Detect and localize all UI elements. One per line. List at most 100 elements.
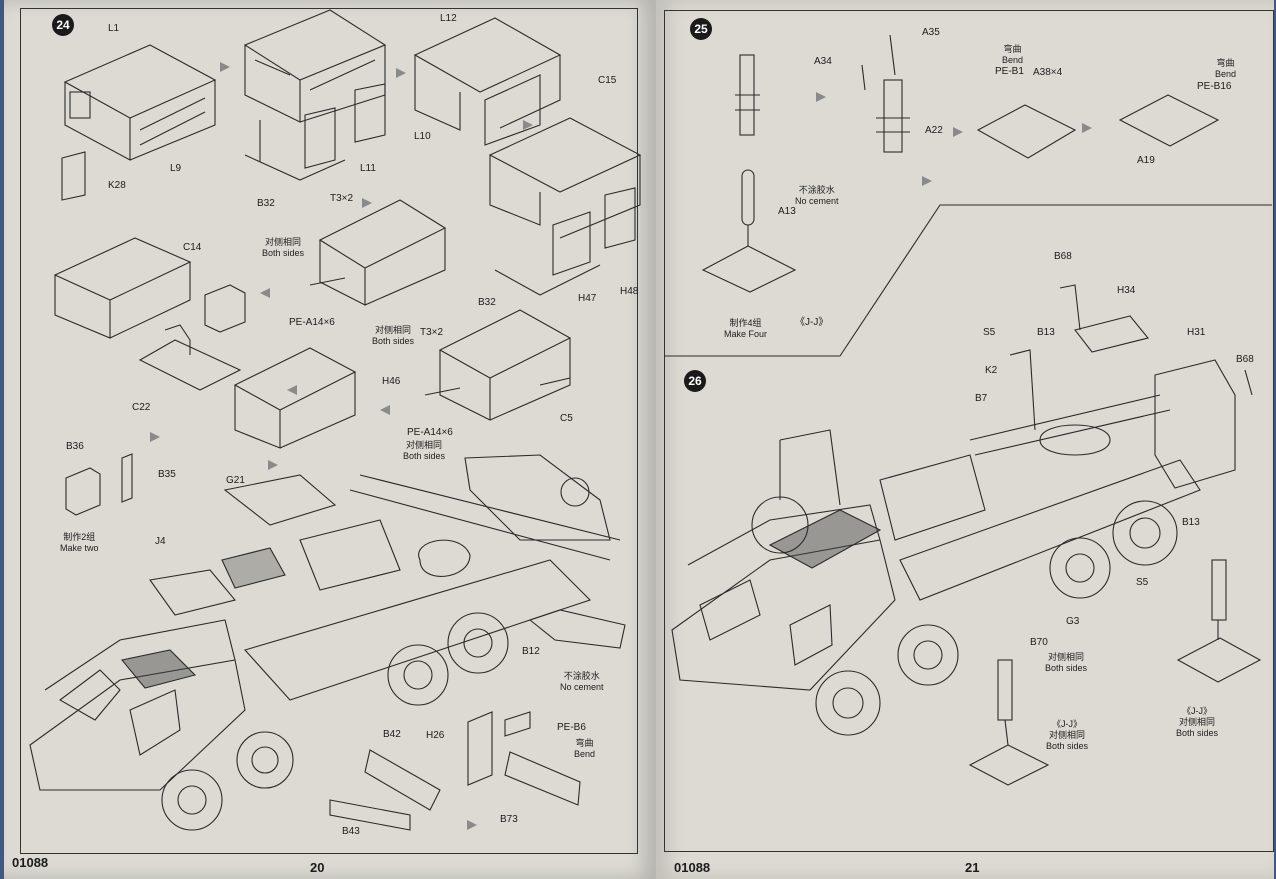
make-two-note: 制作2组 Make two	[60, 532, 99, 554]
bend-note: 弯曲 Bend	[1215, 58, 1236, 80]
part-label: L9	[170, 163, 182, 174]
note-cn: 不涂胶水	[798, 185, 835, 195]
note-cn: 对侧相同	[375, 325, 412, 335]
left-page-frame	[20, 8, 638, 854]
part-label: H47	[578, 293, 597, 304]
catalog-number: 01088	[12, 855, 49, 870]
part-label: A22	[925, 125, 943, 136]
no-cement-note: 不涂胶水 No cement	[795, 185, 839, 207]
note-cn: 对侧相同	[1048, 652, 1085, 662]
part-label: B13	[1037, 327, 1055, 338]
note-cn: 对侧相同	[1049, 730, 1086, 740]
part-label: C22	[132, 402, 151, 413]
part-label: A34	[814, 56, 832, 67]
make-four-note: 制作4组 Make Four	[724, 318, 767, 340]
part-label: B12	[522, 646, 540, 657]
part-label: L11	[360, 163, 376, 174]
step-badge-24: 24	[52, 14, 74, 36]
jj-both-sides-note: 《J-J》 对侧相同 Both sides	[1046, 719, 1088, 752]
part-label: H48	[620, 286, 639, 297]
part-label: A38×4	[1033, 67, 1063, 78]
part-label: PE-B16	[1197, 81, 1232, 92]
note-en: Bend	[1215, 69, 1237, 79]
note-en: Both sides	[403, 451, 446, 461]
note-en: Both sides	[1176, 728, 1219, 738]
part-label: C14	[183, 242, 202, 253]
note-cn: 制作2组	[63, 532, 96, 542]
page-number: 20	[310, 860, 325, 875]
part-label: PE-B6	[557, 722, 586, 733]
part-label: PE-A14×6	[407, 427, 453, 438]
bend-note: 弯曲 Bend	[1002, 44, 1023, 66]
note-en: Both sides	[262, 248, 305, 258]
part-label: B35	[158, 469, 176, 480]
note-en: Both sides	[1046, 741, 1089, 751]
part-label: T3×2	[420, 327, 444, 338]
step-badge-25: 25	[690, 18, 712, 40]
part-label: PE-A14×6	[289, 317, 335, 328]
right-page-frame	[664, 10, 1274, 852]
part-label: S5	[983, 327, 996, 338]
part-label: H31	[1187, 327, 1206, 338]
note-en: Both sides	[1045, 663, 1088, 673]
page-number: 21	[965, 860, 980, 875]
part-label: PE-B1	[995, 66, 1024, 77]
note-en: Bend	[574, 749, 596, 759]
both-sides-note: 对侧相同 Both sides	[1045, 652, 1087, 674]
both-sides-note: 对侧相同 Both sides	[372, 325, 414, 347]
part-label: L1	[108, 23, 120, 34]
part-label: S5	[1136, 577, 1149, 588]
jj-both-sides-note: 《J-J》 对侧相同 Both sides	[1176, 706, 1218, 739]
note-en: Bend	[1002, 55, 1024, 65]
no-cement-note: 不涂胶水 No cement	[560, 671, 604, 693]
part-label: C5	[560, 413, 573, 424]
part-label: B73	[500, 814, 518, 825]
part-label: C15	[598, 75, 617, 86]
part-label: H34	[1117, 285, 1136, 296]
note-en: Make Four	[724, 329, 768, 339]
bend-note: 弯曲 Bend	[574, 738, 595, 760]
part-label: J4	[155, 536, 166, 547]
note-cn: 弯曲	[1003, 44, 1022, 54]
part-label: A13	[778, 206, 796, 217]
part-label: G3	[1066, 616, 1080, 627]
part-label: B32	[478, 297, 496, 308]
part-label: B13	[1182, 517, 1200, 528]
part-label: T3×2	[330, 193, 354, 204]
part-label: B68	[1236, 354, 1254, 365]
part-label: B42	[383, 729, 401, 740]
note-cn: 弯曲	[575, 738, 594, 748]
part-label: B32	[257, 198, 275, 209]
part-label: K2	[985, 365, 998, 376]
part-label: G21	[226, 475, 245, 486]
view-label-jj: 《J-J》	[1182, 706, 1213, 716]
part-label: B7	[975, 393, 988, 404]
note-en: Make two	[60, 543, 99, 553]
part-label: B36	[66, 441, 84, 452]
both-sides-note: 对侧相同 Both sides	[403, 440, 445, 462]
both-sides-note: 对侧相同 Both sides	[262, 237, 304, 259]
part-label: B43	[342, 826, 360, 837]
view-label-jj: 《J-J》	[795, 317, 829, 328]
part-label: H26	[426, 730, 445, 741]
note-cn: 对侧相同	[1179, 717, 1216, 727]
part-label: H46	[382, 376, 401, 387]
part-label: L12	[440, 13, 457, 24]
part-label: A35	[922, 27, 940, 38]
note-cn: 制作4组	[729, 318, 762, 328]
catalog-number: 01088	[674, 860, 711, 875]
note-cn: 对侧相同	[406, 440, 443, 450]
part-label: A19	[1137, 155, 1155, 166]
note-en: No cement	[795, 196, 839, 206]
note-cn: 弯曲	[1216, 58, 1235, 68]
part-label: B70	[1030, 637, 1048, 648]
step-badge-26: 26	[684, 370, 706, 392]
part-label: B68	[1054, 251, 1072, 262]
view-label-jj: 《J-J》	[1052, 719, 1083, 729]
note-en: Both sides	[372, 336, 415, 346]
part-label: L10	[414, 131, 431, 142]
note-cn: 对侧相同	[265, 237, 302, 247]
note-en: No cement	[560, 682, 604, 692]
note-cn: 不涂胶水	[563, 671, 600, 681]
part-label: K28	[108, 180, 126, 191]
